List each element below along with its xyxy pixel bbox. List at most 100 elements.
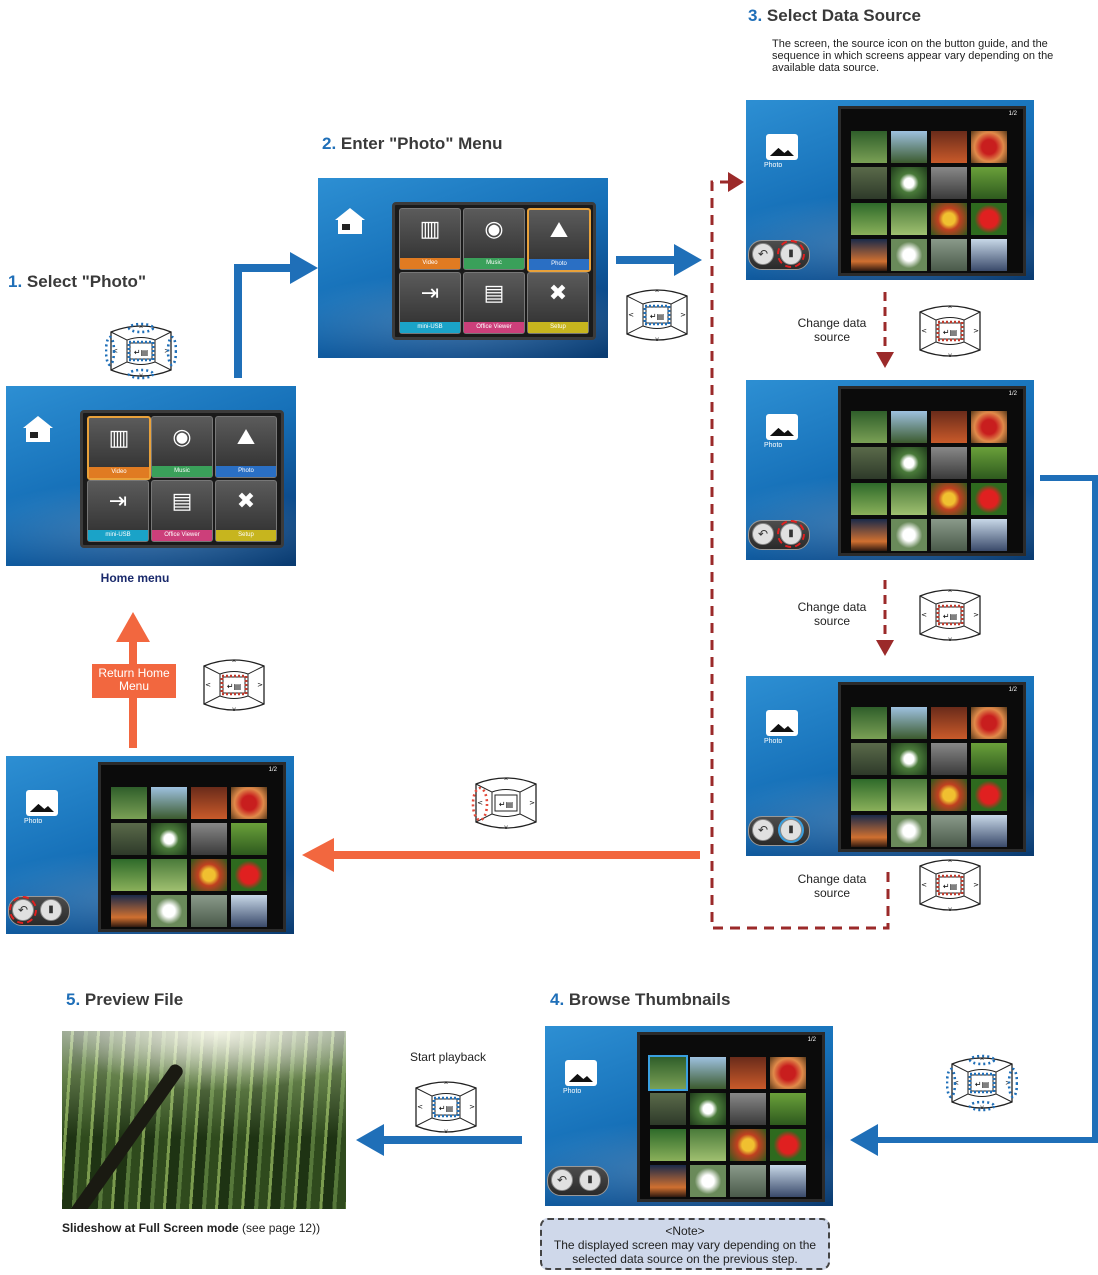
thumbnail[interactable] <box>690 1093 726 1125</box>
source-icon[interactable]: ▮ <box>40 899 62 921</box>
thumbnail[interactable] <box>931 743 967 775</box>
thumbnail[interactable] <box>931 707 967 739</box>
thumbnail[interactable] <box>231 787 267 819</box>
thumbnail[interactable] <box>891 743 927 775</box>
thumbnail[interactable] <box>931 815 967 847</box>
menu-tile-setup[interactable]: ✖Setup <box>527 272 589 334</box>
thumbnail[interactable] <box>851 411 887 443</box>
source-icon[interactable]: ▮ <box>780 819 802 841</box>
thumbnail[interactable] <box>730 1129 766 1161</box>
thumbnail[interactable] <box>851 779 887 811</box>
thumbnail[interactable] <box>851 815 887 847</box>
menu-tile-mini-usb[interactable]: ⇥mini-USB <box>87 480 149 542</box>
thumbnail[interactable] <box>971 483 1007 515</box>
thumbnail[interactable] <box>730 1057 766 1089</box>
thumbnail[interactable] <box>971 239 1007 271</box>
thumbnail[interactable] <box>931 483 967 515</box>
thumbnail[interactable] <box>151 895 187 927</box>
thumbnail[interactable] <box>891 411 927 443</box>
menu-tile-setup[interactable]: ✖Setup <box>215 480 277 542</box>
thumbnail[interactable] <box>650 1129 686 1161</box>
thumbnail[interactable] <box>891 483 927 515</box>
thumbnail[interactable] <box>971 815 1007 847</box>
thumbnail[interactable] <box>931 519 967 551</box>
thumbnail[interactable] <box>851 447 887 479</box>
thumbnail[interactable] <box>931 779 967 811</box>
thumbnail[interactable] <box>891 779 927 811</box>
thumbnail[interactable] <box>851 131 887 163</box>
menu-tile-music[interactable]: ◉Music <box>463 208 525 270</box>
back-icon[interactable]: ↶ <box>752 243 774 265</box>
thumbnail[interactable] <box>111 787 147 819</box>
thumbnail[interactable] <box>971 707 1007 739</box>
thumbnail[interactable] <box>231 895 267 927</box>
thumbnail[interactable] <box>971 447 1007 479</box>
menu-tile-photo[interactable]: ⛰Photo <box>527 208 591 272</box>
thumbnail[interactable] <box>891 707 927 739</box>
thumbnail[interactable] <box>851 743 887 775</box>
thumbnail[interactable] <box>891 815 927 847</box>
menu-tile-mini-usb[interactable]: ⇥mini-USB <box>399 272 461 334</box>
thumbnail[interactable] <box>931 239 967 271</box>
menu-tile-music[interactable]: ◉Music <box>151 416 213 478</box>
thumbnail[interactable] <box>690 1165 726 1197</box>
thumbnail[interactable] <box>891 519 927 551</box>
back-icon[interactable]: ↶ <box>752 523 774 545</box>
thumbnail[interactable] <box>891 239 927 271</box>
thumbnail[interactable] <box>971 131 1007 163</box>
thumbnail[interactable] <box>151 823 187 855</box>
thumbnail[interactable] <box>971 519 1007 551</box>
menu-tile-photo[interactable]: ⛰Photo <box>215 416 277 478</box>
thumbnail[interactable] <box>851 203 887 235</box>
source-icon[interactable]: ▮ <box>777 520 805 548</box>
thumbnail[interactable] <box>851 167 887 199</box>
menu-tile-video[interactable]: ▥Video <box>87 416 151 480</box>
back-icon[interactable]: ↶ <box>9 896 37 924</box>
thumbnail[interactable] <box>891 203 927 235</box>
thumbnail[interactable] <box>891 447 927 479</box>
thumbnail[interactable] <box>770 1129 806 1161</box>
thumbnail[interactable] <box>971 743 1007 775</box>
thumbnail[interactable] <box>891 167 927 199</box>
back-icon[interactable]: ↶ <box>551 1169 573 1191</box>
thumbnail[interactable] <box>770 1093 806 1125</box>
thumbnail[interactable] <box>851 483 887 515</box>
thumbnail[interactable] <box>231 859 267 891</box>
thumbnail[interactable] <box>931 447 967 479</box>
source-icon[interactable]: ▮ <box>579 1169 601 1191</box>
thumbnail[interactable] <box>931 167 967 199</box>
back-icon[interactable]: ↶ <box>752 819 774 841</box>
thumbnail[interactable] <box>851 239 887 271</box>
thumbnail[interactable] <box>971 167 1007 199</box>
menu-tile-office-viewer[interactable]: ▤Office Viewer <box>463 272 525 334</box>
thumbnail[interactable] <box>111 859 147 891</box>
thumbnail[interactable] <box>730 1093 766 1125</box>
thumbnail[interactable] <box>971 203 1007 235</box>
thumbnail[interactable] <box>650 1165 686 1197</box>
thumbnail[interactable] <box>151 859 187 891</box>
thumbnail[interactable] <box>151 787 187 819</box>
thumbnail[interactable] <box>931 131 967 163</box>
thumbnail[interactable] <box>851 707 887 739</box>
thumbnail[interactable] <box>971 779 1007 811</box>
thumbnail[interactable] <box>931 411 967 443</box>
thumbnail[interactable] <box>891 131 927 163</box>
thumbnail[interactable] <box>770 1057 806 1089</box>
thumbnail[interactable] <box>648 1055 688 1091</box>
thumbnail[interactable] <box>111 823 147 855</box>
source-icon[interactable]: ▮ <box>777 240 805 268</box>
thumbnail[interactable] <box>111 895 147 927</box>
thumbnail[interactable] <box>191 823 227 855</box>
thumbnail[interactable] <box>690 1129 726 1161</box>
thumbnail[interactable] <box>191 787 227 819</box>
menu-tile-video[interactable]: ▥Video <box>399 208 461 270</box>
thumbnail[interactable] <box>231 823 267 855</box>
thumbnail[interactable] <box>191 859 227 891</box>
thumbnail[interactable] <box>650 1093 686 1125</box>
thumbnail[interactable] <box>770 1165 806 1197</box>
menu-tile-office-viewer[interactable]: ▤Office Viewer <box>151 480 213 542</box>
thumbnail[interactable] <box>730 1165 766 1197</box>
thumbnail[interactable] <box>851 519 887 551</box>
thumbnail[interactable] <box>931 203 967 235</box>
thumbnail[interactable] <box>690 1057 726 1089</box>
